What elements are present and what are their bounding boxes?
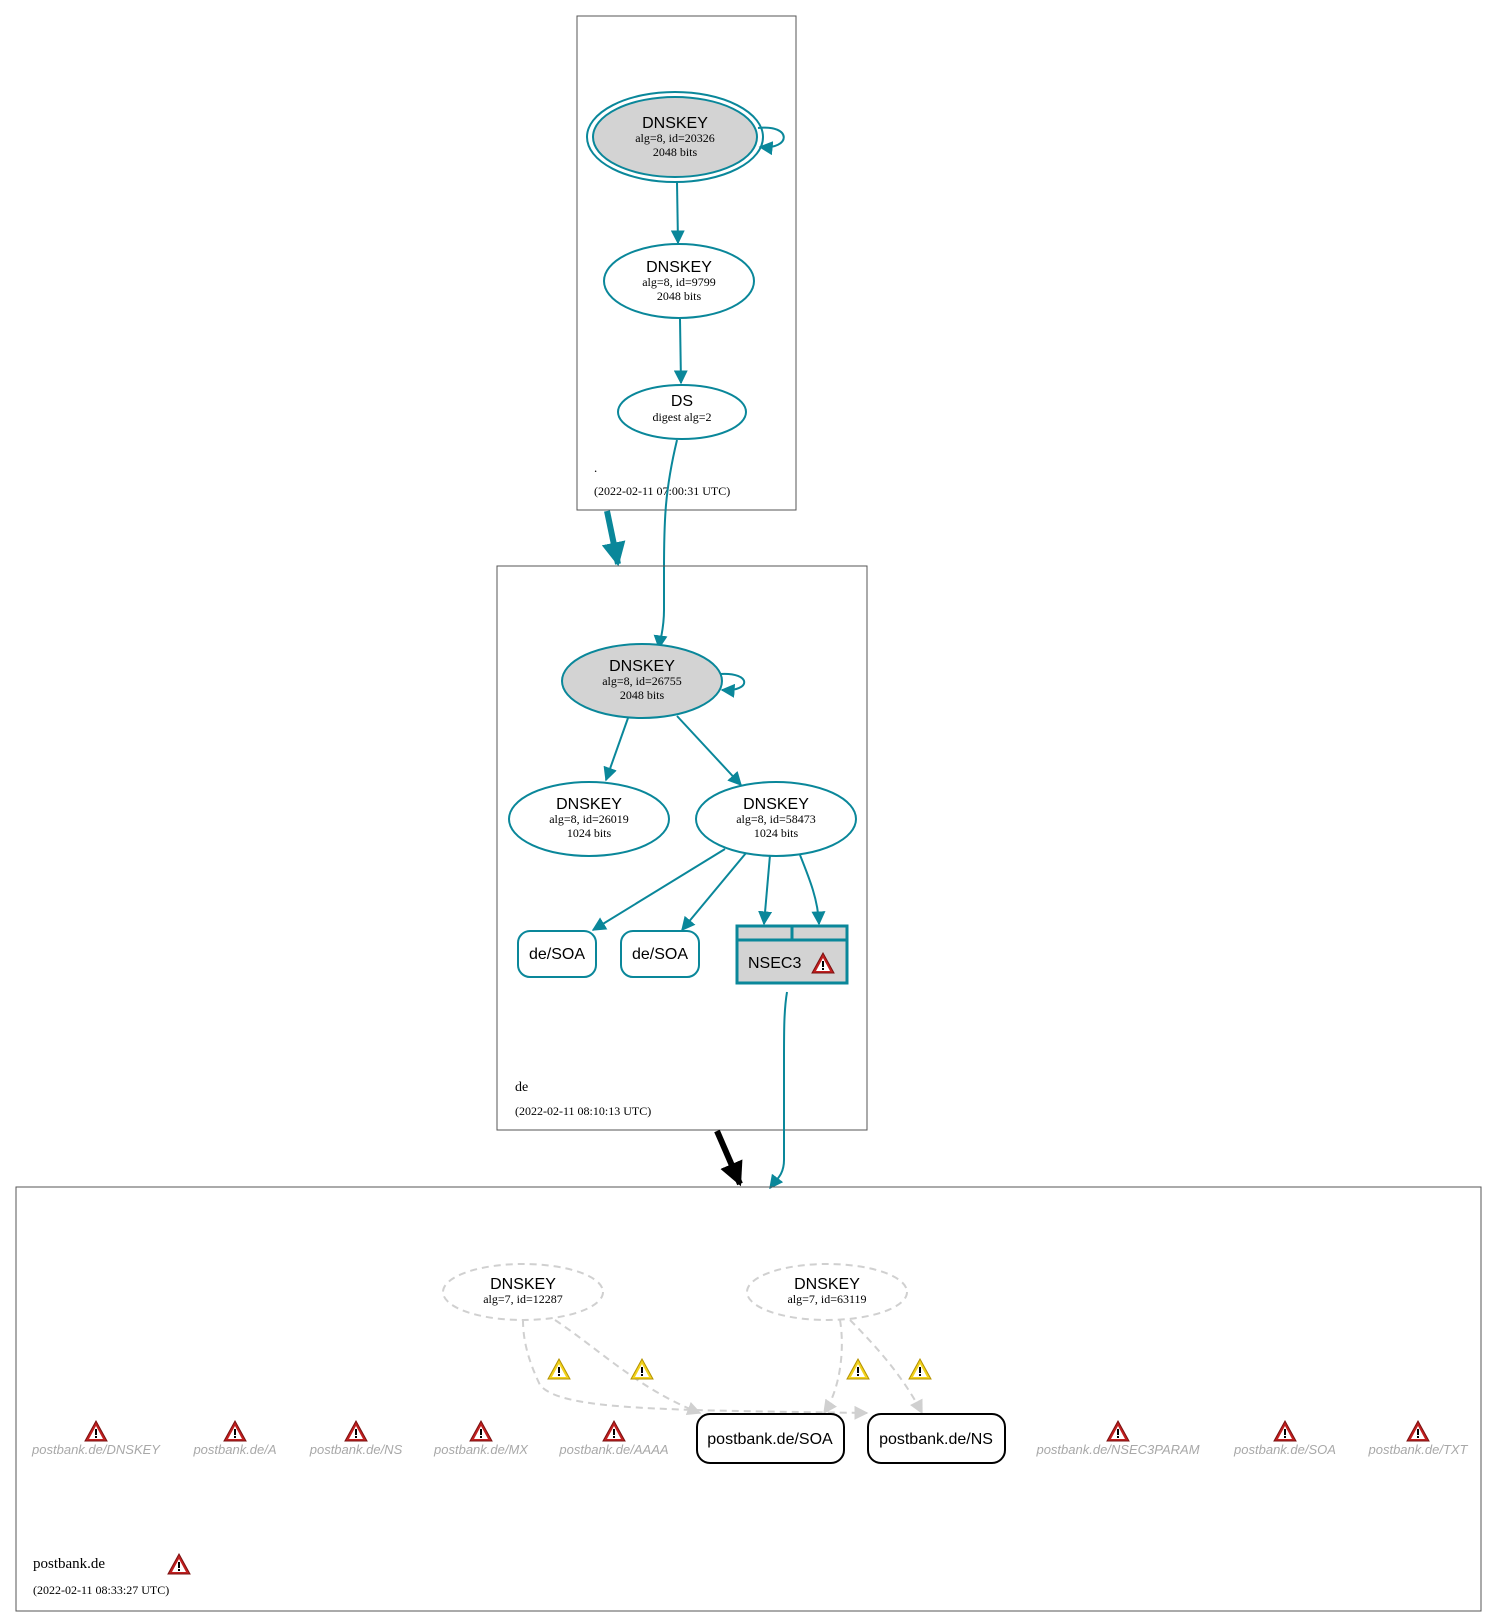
nsec3-label: NSEC3 xyxy=(748,955,801,972)
error-query-a[interactable]: postbank.de/A xyxy=(192,1420,277,1457)
zone-postbank: postbank.de (2022-02-11 08:33:27 UTC) xyxy=(15,1186,1482,1612)
rrset-de-soa-1[interactable]: de/SOA xyxy=(517,930,597,978)
node-detail: alg=8, id=26755 xyxy=(602,674,682,688)
node-title: DNSKEY xyxy=(556,796,622,813)
error-icon xyxy=(469,1420,493,1442)
edge xyxy=(673,318,688,385)
node-title: DS xyxy=(671,393,693,410)
node-detail: 2048 bits xyxy=(653,145,698,159)
dnskey-node-postbank-63119[interactable]: DNSKEY alg=7, id=63119 xyxy=(746,1263,908,1321)
dnskey-node-root-ksk[interactable]: DNSKEY alg=8, id=20326 2048 bits xyxy=(586,91,764,183)
dnskey-node-de-zsk-58473[interactable]: DNSKEY alg=8, id=58473 1024 bits xyxy=(695,781,857,857)
warning-icon xyxy=(908,1358,932,1380)
error-icon xyxy=(344,1420,368,1442)
rrset-label: de/SOA xyxy=(529,946,585,963)
rrset-label: postbank.de/SOA xyxy=(707,1431,833,1448)
rrset-de-soa-2[interactable]: de/SOA xyxy=(620,930,700,978)
node-title: DNSKEY xyxy=(794,1276,860,1293)
error-icon xyxy=(167,1553,191,1575)
zone-de-timestamp: (2022-02-11 08:10:13 UTC) xyxy=(515,1104,651,1118)
node-detail: alg=8, id=26019 xyxy=(549,812,629,826)
rrset-postbank-ns[interactable]: postbank.de/NS xyxy=(867,1413,1006,1464)
self-sign-edge xyxy=(719,672,746,698)
node-detail: 1024 bits xyxy=(567,826,612,840)
query-name: postbank.de/SOA xyxy=(1233,1442,1336,1457)
zone-de: de (2022-02-11 08:10:13 UTC) xyxy=(496,565,868,1131)
node-detail: 2048 bits xyxy=(657,289,702,303)
error-query-ns[interactable]: postbank.de/NS xyxy=(309,1420,403,1457)
query-name: postbank.de/MX xyxy=(433,1442,529,1457)
node-title: DNSKEY xyxy=(609,658,675,675)
edge xyxy=(799,854,826,926)
zone-root: . (2022-02-11 07:00:31 UTC) xyxy=(576,15,797,511)
zone-root-name: . xyxy=(594,460,597,475)
self-sign-edge xyxy=(757,126,785,156)
query-name: postbank.de/AAAA xyxy=(558,1442,668,1457)
zone-de-name: de xyxy=(515,1080,528,1095)
edge xyxy=(670,181,685,245)
query-name: postbank.de/DNSKEY xyxy=(31,1442,161,1457)
node-detail: alg=8, id=58473 xyxy=(736,812,816,826)
node-detail: alg=8, id=20326 xyxy=(635,131,715,145)
query-name: postbank.de/NSEC3PARAM xyxy=(1035,1442,1199,1457)
edge xyxy=(603,717,629,782)
dnskey-node-postbank-12287[interactable]: DNSKEY alg=7, id=12287 xyxy=(442,1263,604,1321)
edge xyxy=(522,1319,869,1420)
warning-icon xyxy=(630,1358,654,1380)
error-icon xyxy=(1406,1420,1430,1442)
node-detail: alg=8, id=9799 xyxy=(642,275,716,289)
node-title: DNSKEY xyxy=(490,1276,556,1293)
rrset-postbank-soa[interactable]: postbank.de/SOA xyxy=(696,1413,845,1464)
zone-postbank-timestamp: (2022-02-11 08:33:27 UTC) xyxy=(33,1583,169,1597)
edge xyxy=(554,1319,702,1416)
query-name: postbank.de/NS xyxy=(309,1442,403,1457)
node-title: DNSKEY xyxy=(646,259,712,276)
warning-icon xyxy=(547,1358,571,1380)
error-icon xyxy=(84,1420,108,1442)
edge xyxy=(758,854,773,926)
node-title: DNSKEY xyxy=(743,796,809,813)
dnskey-node-de-zsk-26019[interactable]: DNSKEY alg=8, id=26019 1024 bits xyxy=(508,781,670,857)
error-query-mx[interactable]: postbank.de/MX xyxy=(433,1420,529,1457)
error-icon xyxy=(223,1420,247,1442)
rrset-label: de/SOA xyxy=(632,946,688,963)
query-name: postbank.de/TXT xyxy=(1368,1442,1469,1457)
error-query-dnskey[interactable]: postbank.de/DNSKEY xyxy=(31,1420,161,1457)
error-query-nsec3param[interactable]: postbank.de/NSEC3PARAM xyxy=(1035,1420,1200,1457)
error-icon xyxy=(602,1420,626,1442)
edge xyxy=(591,848,726,931)
error-query-aaaa[interactable]: postbank.de/AAAA xyxy=(558,1420,669,1457)
edge xyxy=(849,1319,923,1415)
edge xyxy=(769,991,788,1190)
ds-node-de[interactable]: DS digest alg=2 xyxy=(617,384,747,440)
edge xyxy=(823,1319,843,1415)
rrset-label: postbank.de/NS xyxy=(879,1431,993,1448)
edge xyxy=(676,715,742,787)
node-title: DNSKEY xyxy=(642,115,708,132)
dnskey-node-de-ksk[interactable]: DNSKEY alg=8, id=26755 2048 bits xyxy=(561,643,723,719)
error-icon xyxy=(1106,1420,1130,1442)
zone-root-timestamp: (2022-02-11 07:00:31 UTC) xyxy=(594,484,730,498)
query-name: postbank.de/A xyxy=(192,1442,276,1457)
error-query-soa[interactable]: postbank.de/SOA xyxy=(1233,1420,1336,1457)
delegation-edge xyxy=(601,510,626,567)
nsec3-node[interactable]: NSEC3 xyxy=(735,924,849,985)
node-detail: alg=7, id=12287 xyxy=(483,1292,563,1306)
node-detail: digest alg=2 xyxy=(652,410,711,424)
error-query-txt[interactable]: postbank.de/TXT xyxy=(1368,1420,1469,1457)
node-detail: 1024 bits xyxy=(754,826,799,840)
edge xyxy=(653,439,678,650)
node-detail: alg=7, id=63119 xyxy=(787,1292,866,1306)
zone-postbank-name: postbank.de xyxy=(33,1556,105,1572)
node-detail: 2048 bits xyxy=(620,688,665,702)
dnskey-node-root-zsk[interactable]: DNSKEY alg=8, id=9799 2048 bits xyxy=(603,243,755,319)
error-icon xyxy=(1273,1420,1297,1442)
warning-icon xyxy=(846,1358,870,1380)
delegation-edge xyxy=(714,1129,743,1187)
edge xyxy=(681,852,747,932)
